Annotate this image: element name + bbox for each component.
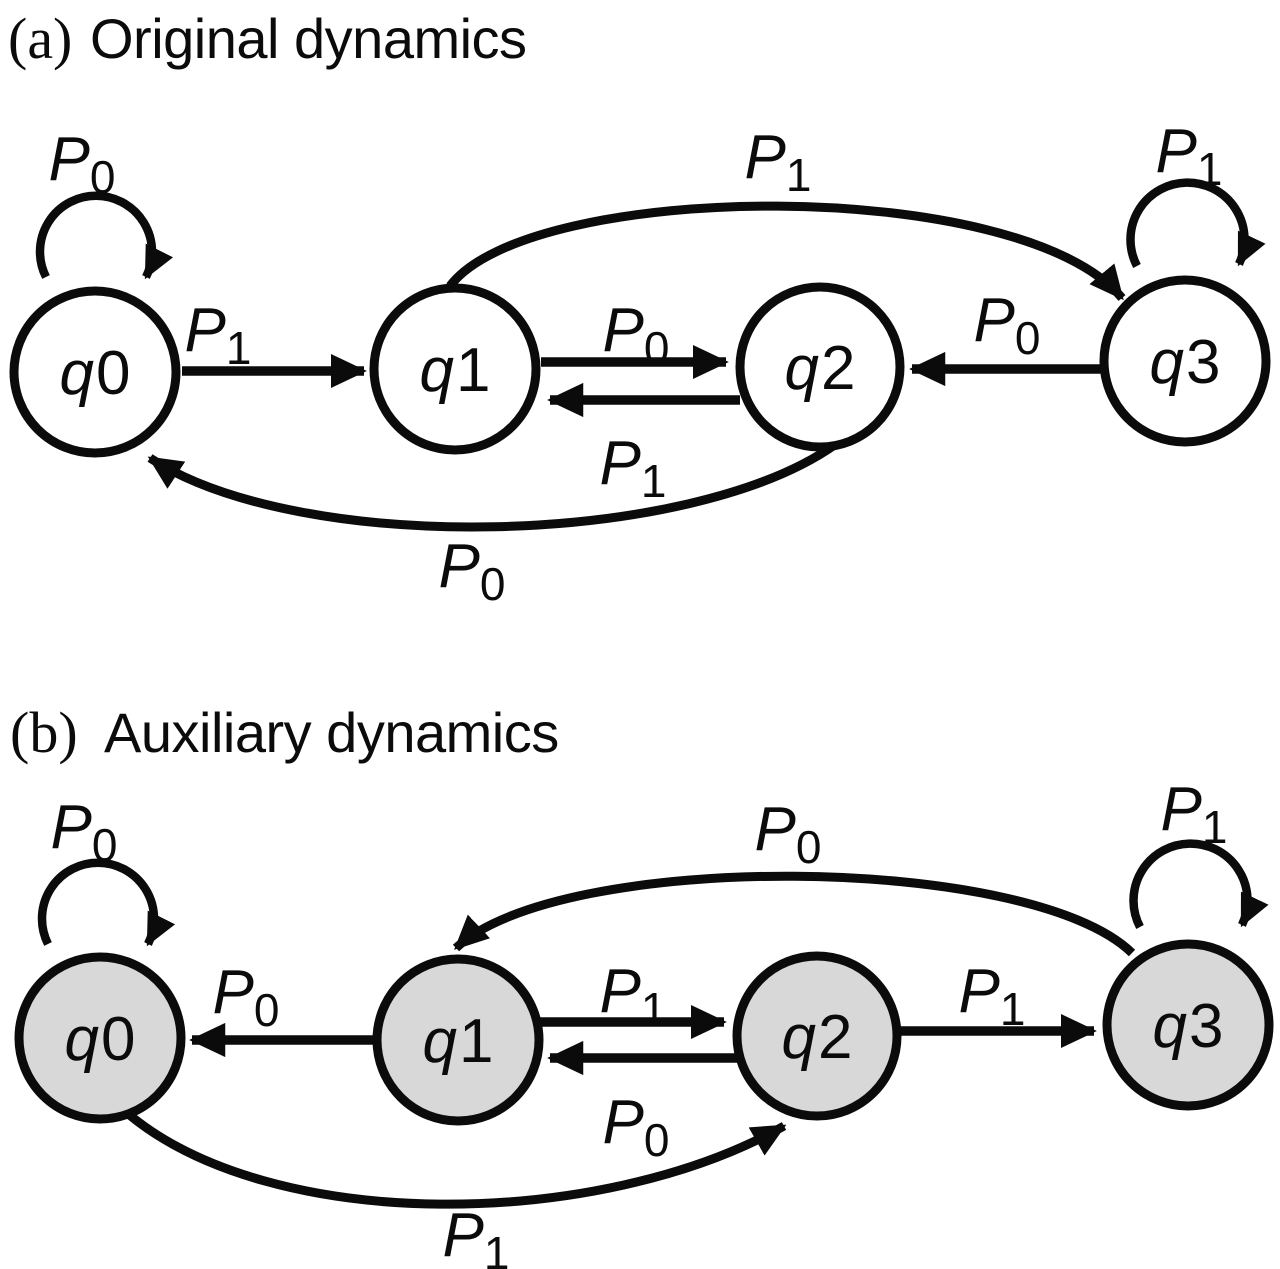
panel-auxiliary-dynamics: (b) Auxiliary dynamics q0 q1 q2 q3: [10, 700, 1274, 1269]
state-b-q0: q0: [14, 952, 186, 1124]
edge-a-q1-q2-label: P0: [603, 296, 670, 374]
panel-a-title: Original dynamics: [90, 7, 527, 70]
state-b-q1-label: q1: [423, 1007, 494, 1076]
state-b-q3-label: q3: [1153, 992, 1224, 1061]
edge-b-q1-q0-label: P0: [213, 958, 280, 1036]
panel-a-label: (a): [8, 6, 72, 71]
edge-a-self-q3: [1126, 178, 1266, 268]
state-b-q3-circle: [1102, 939, 1274, 1111]
edge-a-q1-q3: [446, 201, 1126, 301]
edge-b-self-q3-label: P1: [1161, 775, 1228, 853]
state-b-q0-label: q0: [65, 1005, 136, 1074]
state-a-q3-label: q3: [1150, 328, 1221, 397]
state-b-q1: q1: [372, 954, 544, 1126]
edge-a-q1-q3-label: P1: [745, 123, 812, 201]
panel-original-dynamics: (a) Original dynamics q0 q1 q2 q3: [8, 6, 1271, 610]
state-a-q0-circle: [9, 286, 181, 458]
panel-b-title: Auxiliary dynamics: [104, 701, 559, 764]
edge-a-q2-q1-label: P1: [600, 429, 667, 507]
state-a-q1-label: q1: [420, 336, 491, 405]
edge-a-q0-q1-label: P1: [185, 296, 252, 374]
state-a-q2-circle: [735, 282, 905, 452]
edge-b-q1-q2-label: P1: [600, 957, 667, 1035]
state-b-q2-label: q2: [782, 1003, 853, 1072]
edge-b-q2-q1-label: P0: [603, 1088, 670, 1166]
state-a-q3: q3: [1099, 275, 1271, 447]
edge-a-self-q0: [35, 191, 174, 280]
edge-a-q2-q0-label: P0: [439, 532, 506, 610]
state-a-q3-circle: [1099, 275, 1271, 447]
edge-b-self-q0-label: P0: [51, 793, 118, 871]
state-a-q1-circle: [369, 283, 541, 455]
state-b-q0-circle: [14, 952, 186, 1124]
edge-a-self-q0-label: P0: [49, 125, 116, 203]
state-b-q3: q3: [1102, 939, 1274, 1111]
edge-a-q2-q0: [147, 440, 839, 532]
edge-b-q3-q1: [452, 871, 1136, 957]
edge-a-self-q3-label: P1: [1156, 117, 1223, 195]
edge-b-q2-q3-label: P1: [959, 957, 1026, 1035]
state-b-q2-circle: [732, 951, 902, 1121]
panel-b-label: (b): [10, 700, 78, 765]
state-a-q0-label: q0: [60, 339, 131, 408]
state-a-q2: q2: [735, 282, 905, 452]
edge-b-q3-q1-label: P0: [755, 795, 822, 873]
state-b-q1-circle: [372, 954, 544, 1126]
edge-b-q0-q2: [123, 1108, 787, 1209]
edge-b-self-q3: [1129, 839, 1269, 929]
state-b-q2: q2: [732, 951, 902, 1121]
edge-a-q3-q2-label: P0: [974, 286, 1041, 364]
state-a-q1: q1: [369, 283, 541, 455]
state-a-q0: q0: [9, 286, 181, 458]
edge-b-q0-q2-label: P1: [443, 1201, 510, 1269]
state-a-q2-label: q2: [785, 334, 856, 403]
edge-b-self-q0: [37, 858, 176, 947]
